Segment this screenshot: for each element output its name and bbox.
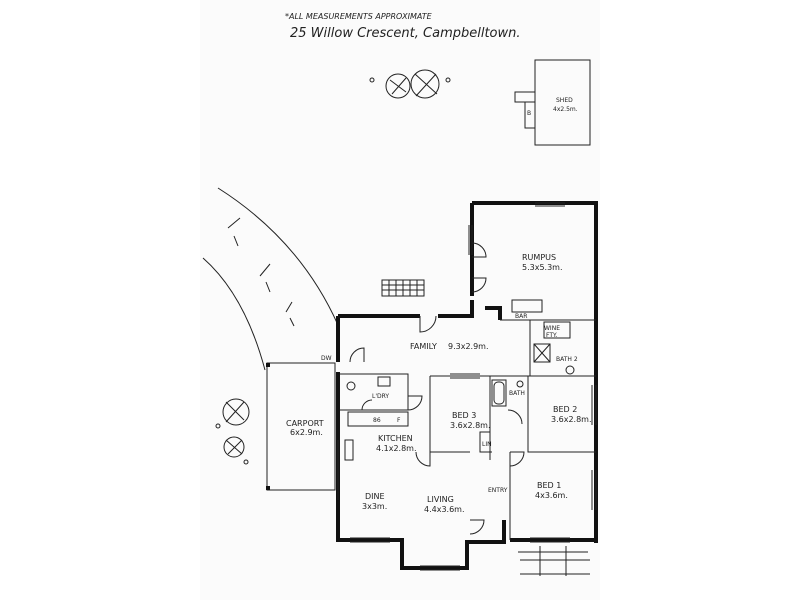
rumpus-size: 5.3x5.3m.	[522, 263, 563, 272]
shed-size: 4x2.5m.	[553, 106, 578, 113]
carport-name: CARPORT	[286, 419, 324, 428]
shed-name: SHED	[556, 97, 573, 104]
door-swings	[349, 242, 525, 535]
measurement-note: *ALL MEASUREMENTS APPROXIMATE	[285, 12, 433, 21]
carport-size: 6x2.9m.	[290, 428, 323, 437]
shrub-left	[215, 398, 250, 465]
paving-grid	[381, 279, 425, 297]
family-name: FAMILY	[410, 342, 437, 351]
wine-name: WINE	[544, 325, 560, 332]
outer-walls	[336, 201, 598, 570]
sketch-lines	[518, 546, 590, 576]
shrub-top	[369, 69, 451, 99]
dine-name: DINE	[365, 492, 385, 501]
fridge-mark: F	[397, 417, 401, 424]
shed-bench-mark: B	[527, 110, 531, 117]
room-labels: RUMPUS 5.3x5.3m. BAR WINE FTY. FAMILY 9.…	[321, 253, 592, 514]
property-address: 25 Willow Crescent, Campbelltown.	[290, 26, 521, 41]
bed3-name: BED 3	[452, 411, 476, 420]
sink-mark: 86	[373, 417, 381, 424]
entry-name: ENTRY	[488, 487, 508, 494]
bed2-name: BED 2	[553, 405, 577, 414]
rumpus-name: RUMPUS	[522, 253, 556, 262]
living-name: LIVING	[427, 495, 454, 504]
interior-walls	[337, 319, 596, 540]
bathroom-fixtures	[344, 299, 575, 461]
bath2-name: BATH 2	[556, 356, 578, 363]
wine-sub: FTY.	[546, 332, 557, 339]
linen-name: LIN	[482, 441, 492, 448]
bed2-size: 3.6x2.8m.	[551, 415, 592, 424]
driveway-curve	[202, 187, 339, 371]
dw-mark: DW	[321, 355, 332, 362]
bed1-size: 4x3.6m.	[535, 491, 568, 500]
shed: SHED 4x2.5m. B	[514, 59, 591, 146]
kitchen-size: 4.1x2.8m.	[376, 444, 417, 453]
bar-name: BAR	[515, 313, 527, 320]
bath-name: BATH	[509, 390, 525, 397]
bed3-size: 3.6x2.8m.	[450, 421, 491, 430]
family-size: 9.3x2.9m.	[448, 342, 489, 351]
living-size: 4.4x3.6m.	[424, 505, 465, 514]
windows	[350, 202, 597, 571]
bed1-name: BED 1	[537, 481, 561, 490]
kitchen-name: KITCHEN	[378, 434, 413, 443]
laundry-name: L'DRY	[372, 393, 389, 400]
dine-size: 3x3m.	[362, 502, 387, 511]
carport: CARPORT 6x2.9m.	[266, 362, 336, 491]
